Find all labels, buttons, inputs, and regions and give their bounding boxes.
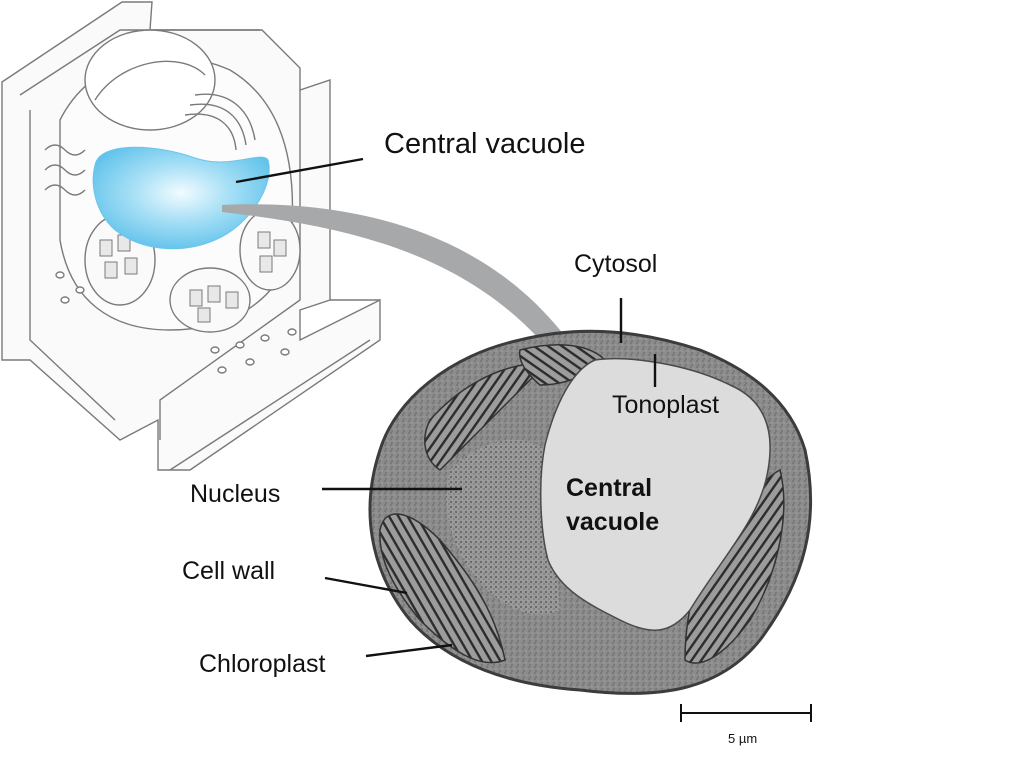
- scale-bar-label: 5 µm: [728, 731, 758, 746]
- label-cytosol: Cytosol: [574, 250, 658, 278]
- micrograph: [368, 329, 813, 695]
- central-vacuole-highlight: [92, 146, 270, 250]
- label-tonoplast: Tonoplast: [612, 391, 720, 419]
- leader-central-vacuole: [235, 157, 364, 184]
- micrograph-nucleus: [446, 439, 560, 615]
- leader-cell-wall: [324, 576, 408, 595]
- leader-chloroplast: [365, 643, 453, 658]
- plant-cell-illustration: [1, 1, 381, 471]
- scale-bar: [680, 704, 812, 722]
- label-central-vacuole-micro-line2: vacuole: [566, 508, 660, 536]
- micrograph-vacuole: [540, 357, 771, 631]
- leader-lines: [235, 157, 657, 658]
- label-central-vacuole: Central vacuole: [384, 128, 586, 160]
- label-nucleus: Nucleus: [190, 480, 281, 508]
- label-chloroplast: Chloroplast: [199, 650, 326, 678]
- label-central-vacuole-micro-line1: Central: [566, 474, 653, 502]
- label-cell-wall: Cell wall: [182, 557, 276, 585]
